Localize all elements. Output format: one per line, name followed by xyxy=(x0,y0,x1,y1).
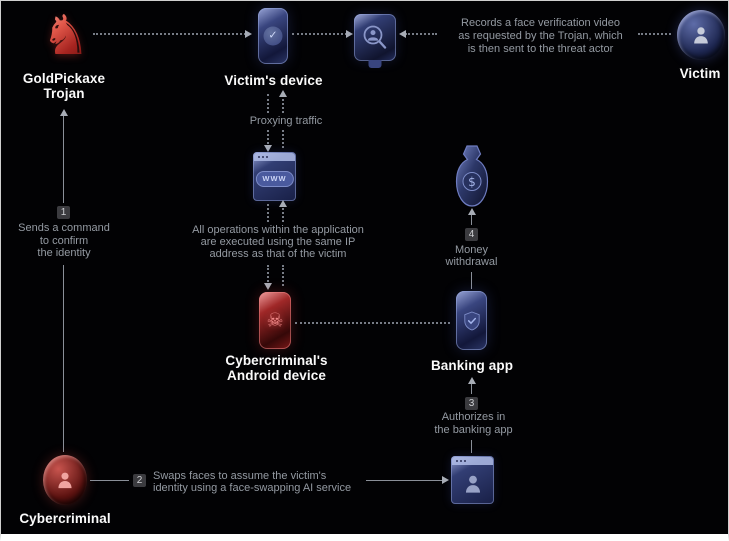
check-icon: ✓ xyxy=(263,26,283,46)
proxying-traffic-note: Proxying traffic xyxy=(249,115,323,127)
dollar-icon: $ xyxy=(468,175,476,189)
proxy-line-down-a xyxy=(267,94,269,113)
connector-victim-to-note xyxy=(638,33,671,35)
proxy-line-up-c xyxy=(279,200,287,222)
banking-app-label: Banking app xyxy=(430,358,514,373)
step2-badge: 2 xyxy=(133,474,146,487)
criminal-device-label: Cybercriminal's Android device xyxy=(225,353,328,383)
connector-trojan-to-device xyxy=(93,30,252,38)
connector-criminal-to-banking xyxy=(295,322,450,324)
faceswap-service-icon xyxy=(451,456,494,504)
window-titlebar xyxy=(452,457,493,465)
step4-arrow xyxy=(468,208,476,225)
face-scan-monitor-icon xyxy=(354,14,396,61)
proxy-line-down-d xyxy=(264,265,272,290)
goldpickaxe-trojan-label: GoldPickaxe Trojan xyxy=(22,71,106,101)
step3-text: Authorizes in the banking app xyxy=(434,411,513,436)
step3-line xyxy=(471,440,472,453)
person-icon xyxy=(58,472,72,489)
www-badge: WWW xyxy=(255,171,294,188)
record-video-note: Records a face verification video as req… xyxy=(458,17,623,55)
step1-badge: 1 xyxy=(57,206,70,219)
step1-arrow-line xyxy=(60,109,68,203)
proxy-server-icon: WWW xyxy=(253,152,296,201)
proxy-line-up-b xyxy=(282,130,284,148)
cybercriminal-avatar xyxy=(43,455,87,505)
banking-app-phone-icon xyxy=(456,291,487,350)
step4-text: Money withdrawal xyxy=(445,244,498,268)
cybercriminal-label: Cybercriminal xyxy=(19,511,111,526)
step4-line xyxy=(471,272,472,289)
connector-note-to-monitor xyxy=(399,30,437,38)
step1-text: Sends a command to confirm the identity xyxy=(18,222,110,259)
step2-text: Swaps faces to assume the victim's ident… xyxy=(153,470,352,495)
victim-device-label: Victim's device xyxy=(224,73,323,88)
step2-line-left xyxy=(90,480,129,481)
person-icon xyxy=(465,475,480,493)
step3-arrow xyxy=(468,377,476,394)
victim-device-phone-icon: ✓ xyxy=(258,8,288,64)
victim-avatar xyxy=(677,10,725,60)
step1-line-lower xyxy=(63,265,64,452)
step4-badge: 4 xyxy=(465,228,478,241)
victim-label: Victim xyxy=(679,66,721,81)
step3-badge: 3 xyxy=(465,397,478,410)
money-bag-icon: $ xyxy=(455,145,489,207)
proxy-line-down-b xyxy=(264,130,272,152)
person-icon xyxy=(694,27,708,44)
proxy-line-up-d xyxy=(282,265,284,286)
step2-line-right xyxy=(366,476,449,484)
skull-icon: ☠ xyxy=(266,309,284,331)
shield-check-icon xyxy=(463,311,480,330)
chess-knight-icon: ♞ xyxy=(41,3,91,67)
connector-device-to-monitor xyxy=(292,30,353,38)
proxy-line-down-c xyxy=(267,204,269,222)
same-ip-note: All operations within the application ar… xyxy=(192,224,364,260)
magnifier-person-icon xyxy=(363,25,387,49)
window-titlebar xyxy=(254,153,295,161)
cybercriminal-phone-icon: ☠ xyxy=(259,292,291,349)
proxy-line-up-a xyxy=(279,90,287,113)
